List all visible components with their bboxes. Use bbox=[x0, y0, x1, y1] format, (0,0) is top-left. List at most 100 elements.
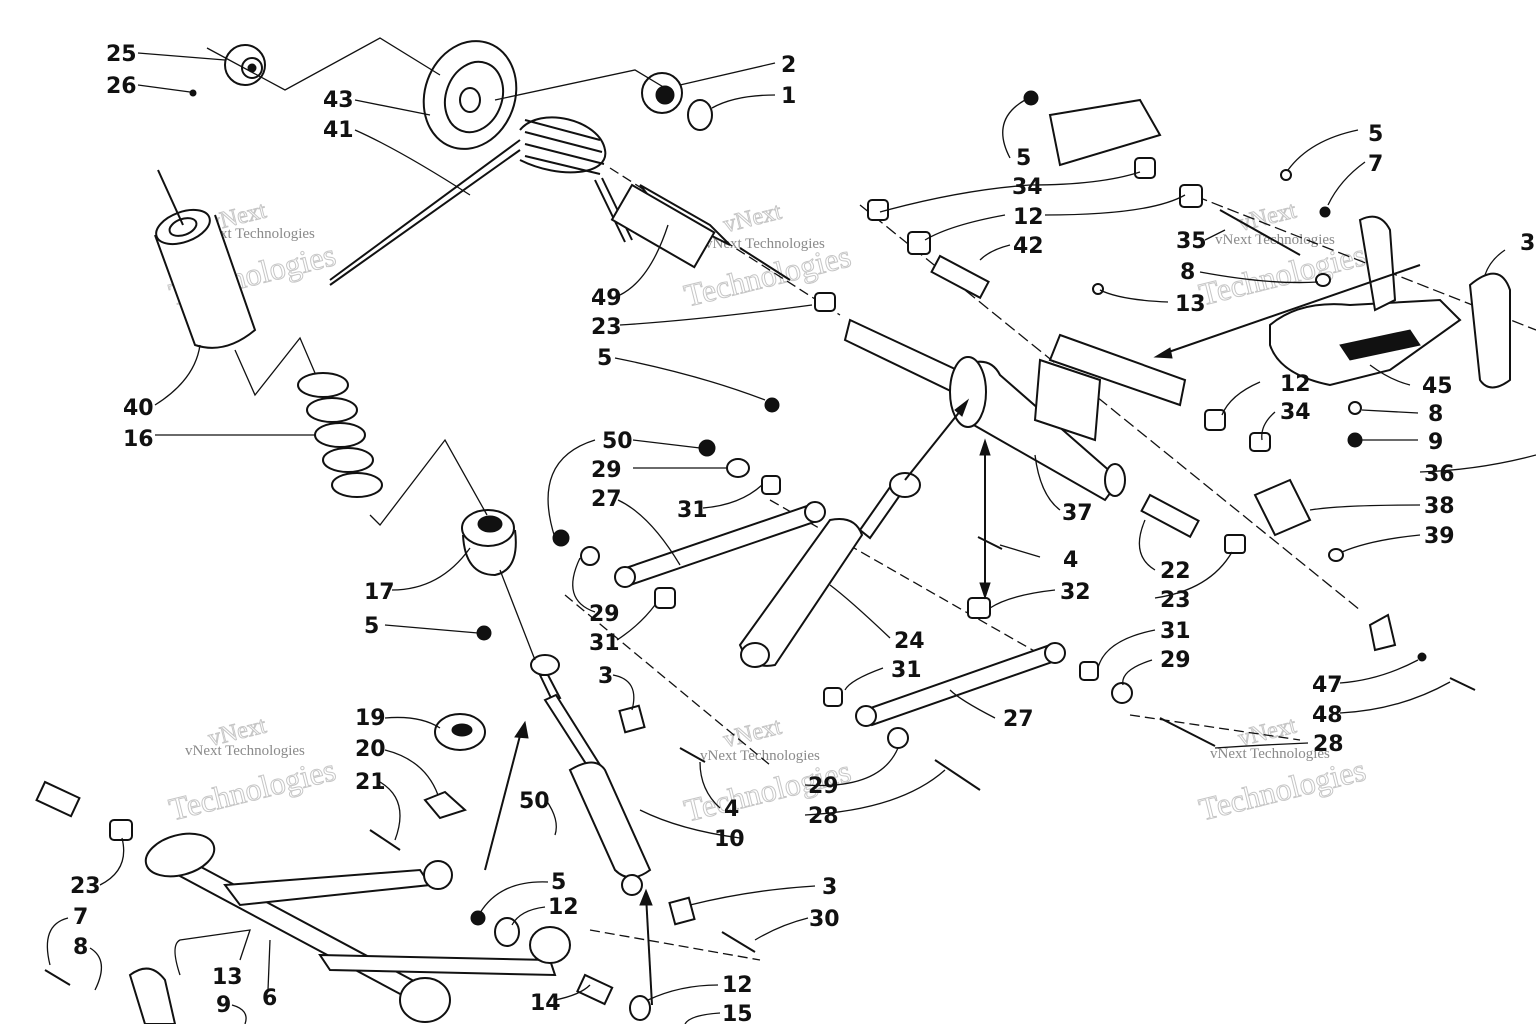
callout-label: 23 bbox=[70, 874, 101, 899]
leader-line bbox=[554, 984, 591, 1001]
leader-line bbox=[1097, 629, 1156, 669]
callout-label: 47 bbox=[1312, 673, 1343, 698]
leader-line bbox=[1287, 129, 1359, 171]
leader-line bbox=[804, 769, 946, 816]
callout-label: 12 bbox=[1013, 205, 1044, 230]
callout-label: 10 bbox=[714, 827, 745, 852]
leader-line bbox=[154, 344, 201, 406]
shock-boot-part bbox=[154, 169, 257, 349]
callout-label: 37 bbox=[1062, 501, 1093, 526]
bump-stop-part bbox=[461, 509, 517, 577]
callout-label: 38 bbox=[1424, 494, 1455, 519]
callout-label: 17 bbox=[364, 580, 395, 605]
leader-line bbox=[1361, 409, 1419, 414]
callout-label: 31 bbox=[1160, 619, 1191, 644]
watermark-company: vNext Technologies bbox=[195, 226, 315, 242]
leader-line bbox=[1214, 742, 1309, 749]
callout-label: 8 bbox=[1180, 260, 1195, 285]
callout-label: 26 bbox=[106, 74, 137, 99]
callout-label: 29 bbox=[591, 458, 622, 483]
callout-label: 34 bbox=[1012, 175, 1043, 200]
callout-label: 30 bbox=[809, 907, 840, 932]
callout-label: 36 bbox=[1424, 462, 1455, 487]
parts-drawing bbox=[35, 37, 1536, 1024]
callout-label: 5 bbox=[1368, 122, 1383, 147]
callout-label: 29 bbox=[808, 774, 839, 799]
callout-label: 35 bbox=[1176, 229, 1207, 254]
leader-line bbox=[699, 761, 721, 809]
leader-lines bbox=[46, 52, 1536, 1024]
leader-line bbox=[949, 689, 996, 719]
front-shock-part bbox=[530, 654, 652, 896]
callout-labels: 25 26 43 41 2 1 40 16 49 23 5 50 29 27 3… bbox=[70, 42, 1536, 1024]
callout-label: 9 bbox=[216, 993, 231, 1018]
leader-line bbox=[1002, 99, 1026, 159]
leader-line bbox=[545, 799, 557, 836]
leader-line bbox=[1154, 551, 1233, 599]
leader-line bbox=[844, 667, 884, 691]
watermark-brand: vNext bbox=[721, 199, 785, 238]
callout-label: 39 bbox=[1424, 524, 1455, 549]
callout-label: 49 bbox=[591, 286, 622, 311]
leader-line bbox=[174, 929, 251, 976]
leader-line bbox=[1369, 364, 1411, 386]
bolt-part bbox=[934, 759, 981, 791]
leader-line bbox=[1122, 659, 1153, 686]
rear-shock-part bbox=[738, 472, 921, 668]
callout-label: 3 bbox=[822, 875, 837, 900]
leader-line bbox=[479, 881, 549, 914]
leader-line bbox=[572, 557, 596, 613]
leader-line bbox=[612, 674, 635, 711]
leader-line bbox=[639, 809, 741, 839]
leader-line bbox=[137, 84, 191, 93]
leader-line bbox=[1484, 249, 1506, 276]
leader-line bbox=[684, 1012, 721, 1024]
leader-line bbox=[391, 547, 471, 591]
leader-line bbox=[619, 304, 813, 326]
front-arm-part bbox=[144, 832, 571, 1023]
callout-label: 20 bbox=[355, 737, 386, 762]
leader-line bbox=[1339, 659, 1419, 684]
callout-label: 6 bbox=[262, 986, 277, 1011]
callout-label: 12 bbox=[722, 973, 753, 998]
pin-part bbox=[35, 780, 81, 818]
leader-line bbox=[754, 917, 809, 941]
slide-rail-part bbox=[1269, 215, 1511, 389]
callout-label: 5 bbox=[597, 346, 612, 371]
leader-line bbox=[384, 749, 439, 796]
callout-label: 45 bbox=[1422, 374, 1453, 399]
leader-line bbox=[89, 947, 102, 991]
arrow-group bbox=[484, 264, 1421, 1006]
bushing-part bbox=[814, 157, 1271, 452]
idler-wheel-part bbox=[422, 40, 518, 150]
callout-label: 5 bbox=[551, 870, 566, 895]
callout-label: 16 bbox=[123, 427, 154, 452]
bolt-part bbox=[679, 747, 706, 763]
callout-label: 5 bbox=[1016, 146, 1031, 171]
leader-line bbox=[619, 224, 669, 296]
leader-line bbox=[632, 439, 701, 449]
callout-label: 50 bbox=[602, 429, 633, 454]
callout-label: 3 bbox=[598, 664, 613, 689]
leader-line bbox=[989, 589, 1056, 609]
callout-label: 32 bbox=[1060, 580, 1091, 605]
rear-axle-part bbox=[843, 254, 1200, 539]
callout-label: 4 bbox=[1063, 548, 1078, 573]
torsion-spring-part bbox=[329, 116, 633, 286]
callout-label: 12 bbox=[548, 895, 579, 920]
watermark-word: Technologies bbox=[1195, 751, 1369, 827]
bolt-part bbox=[1159, 717, 1216, 747]
leader-line bbox=[354, 99, 431, 116]
callout-label: 1 bbox=[781, 84, 796, 109]
callout-label: 7 bbox=[1368, 152, 1383, 177]
leader-line bbox=[689, 885, 816, 906]
bolt-part bbox=[44, 969, 71, 986]
leader-line bbox=[679, 62, 776, 86]
leader-line bbox=[804, 747, 899, 787]
leader-line bbox=[1029, 171, 1141, 186]
snap-ring-part bbox=[687, 99, 713, 131]
watermark-bottom-left: vNext Technologies bbox=[165, 712, 340, 828]
leader-line bbox=[1419, 454, 1536, 473]
link-arm-part bbox=[614, 501, 1066, 727]
